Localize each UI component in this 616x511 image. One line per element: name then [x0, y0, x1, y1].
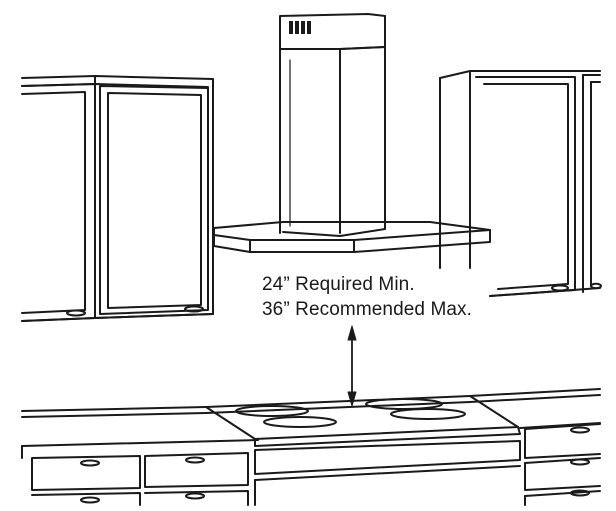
range-hood	[213, 13, 491, 253]
right-upper-cabinets	[439, 70, 602, 297]
countertop	[21, 388, 601, 459]
burner-back-left	[235, 405, 309, 417]
burner-front-right	[390, 408, 466, 420]
clearance-max-label: 36” Recommended Max.	[262, 299, 473, 320]
vent-slots-icon	[289, 21, 311, 34]
cooktop	[205, 395, 521, 447]
lower-cabinets	[31, 423, 601, 506]
clearance-min-label: 24” Required Min.	[262, 274, 415, 295]
left-upper-cabinets	[21, 75, 214, 322]
clearance-arrow	[347, 325, 357, 407]
burner-back-right	[365, 398, 443, 410]
burner-front-left	[263, 416, 337, 428]
